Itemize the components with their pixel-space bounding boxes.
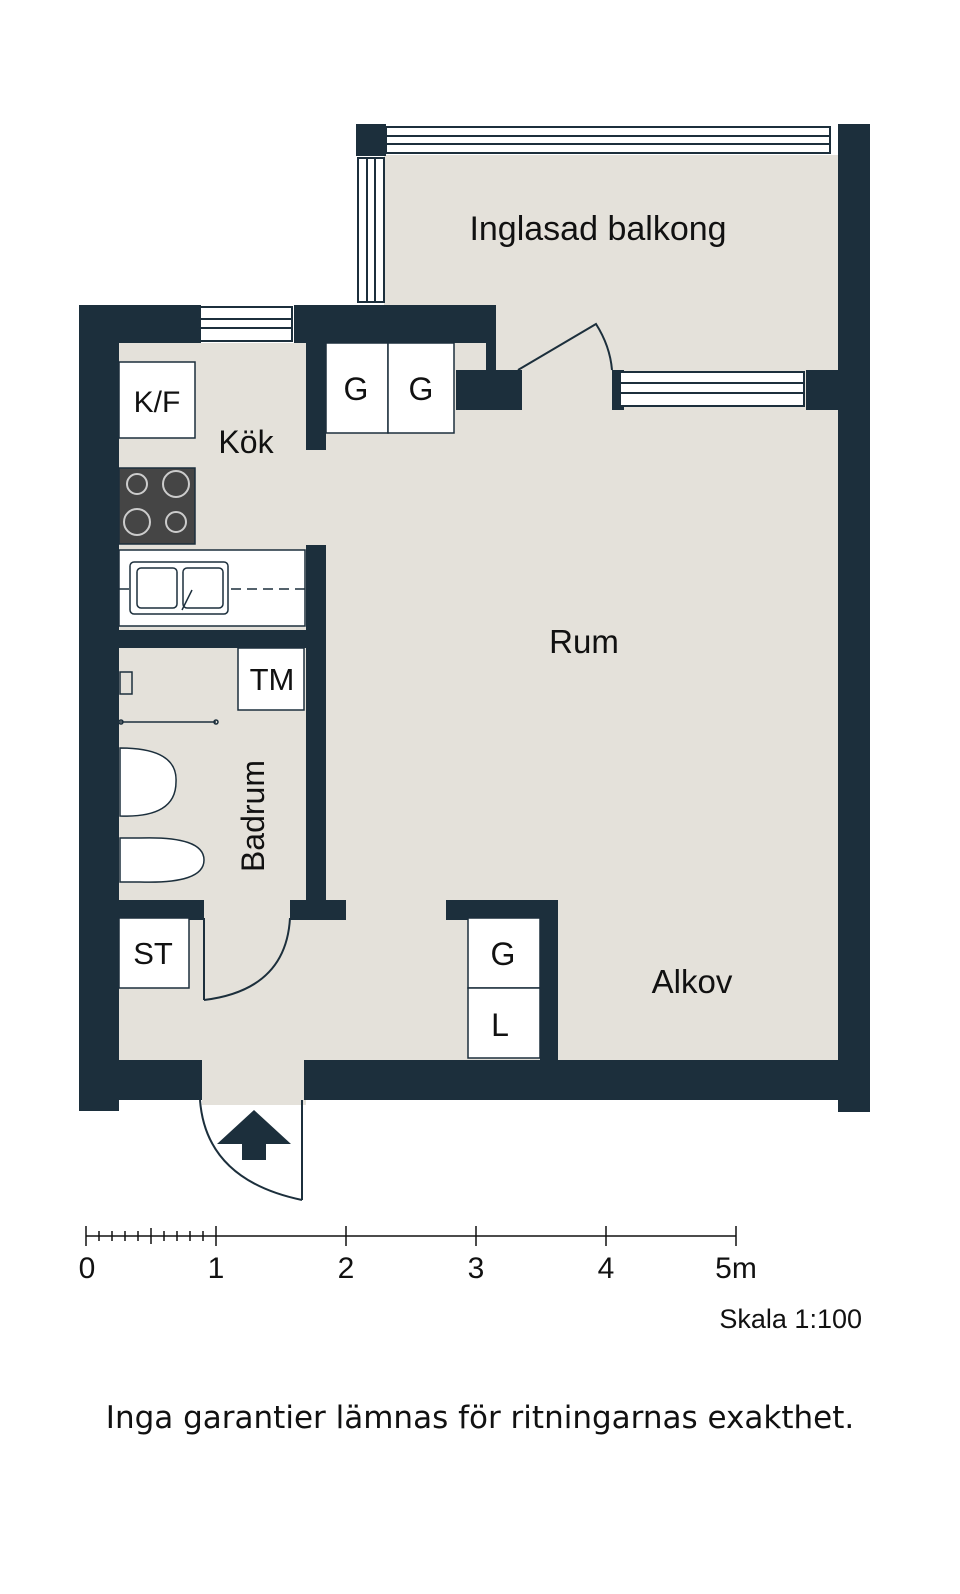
entrance-arrow-icon [217, 1110, 291, 1160]
label-wardrobe-1: G [344, 371, 369, 407]
scale-tick-1: 1 [208, 1252, 225, 1285]
scale-ratio: Skala 1:100 [719, 1304, 862, 1334]
label-balcony: Inglasad balkong [469, 210, 726, 248]
label-kitchen: Kök [218, 424, 274, 460]
sink-icon [129, 561, 229, 615]
fixture-washer [237, 647, 305, 711]
wall-bath-hall [118, 900, 204, 920]
wall-top-left [79, 305, 201, 343]
wall-balcony-room-right [806, 370, 840, 410]
stove-burners-icon [123, 470, 190, 536]
scale-tick-3: 3 [468, 1252, 485, 1285]
wall-balcony-room-left [486, 343, 496, 373]
windows [199, 126, 831, 407]
wall-top-mid [294, 305, 496, 343]
doors [199, 322, 613, 1201]
scale-tick-0: 0 [79, 1252, 96, 1285]
window-balcony-top [385, 126, 831, 154]
wall-balcony-room-stub [486, 370, 522, 410]
fixture-wardrobe-2 [387, 342, 455, 434]
label-linen: L [491, 1007, 509, 1043]
washbasin-icon [119, 747, 177, 817]
door-balcony [517, 322, 613, 371]
label-alcove: Alkov [652, 963, 733, 1000]
scale-tick-2: 2 [338, 1252, 355, 1285]
wall-left-outer [79, 305, 119, 1111]
label-living: Rum [549, 623, 619, 660]
door-bathroom [203, 917, 291, 1001]
window-kitchen [199, 306, 293, 342]
label-fridge-freezer: K/F [134, 386, 181, 419]
disclaimer: Inga garantier lämnas för ritningarnas e… [105, 1400, 855, 1436]
fixture-fridge-freezer [118, 361, 196, 439]
walls [79, 124, 870, 1112]
label-wardrobe-3: G [491, 936, 516, 972]
wall-kitchen-bath [118, 630, 324, 648]
label-bathroom: Badrum [235, 760, 271, 872]
label-storage: ST [133, 936, 173, 971]
window-balcony-left [357, 157, 385, 303]
shower-icon [118, 671, 219, 725]
wall-right-outer [838, 124, 870, 1112]
scale-tick-4: 4 [598, 1252, 615, 1285]
wall-alcove-vertical [540, 900, 558, 1060]
scale-bar [85, 1226, 737, 1246]
wall-bottom-right [304, 1060, 870, 1100]
wall-balcony-left-top [356, 124, 386, 156]
scale-tick-5: 5m [715, 1252, 757, 1285]
window-room [619, 371, 805, 407]
toilet-icon [119, 837, 205, 883]
wall-wardrobe-right [456, 370, 488, 410]
label-wardrobe-2: G [409, 371, 434, 407]
wall-interior-stub [290, 900, 346, 920]
wall-wardrobe-left [306, 343, 326, 450]
fixture-wardrobe-1 [325, 342, 389, 434]
fixture-stove [118, 467, 196, 545]
wall-bottom-left [79, 1060, 202, 1100]
door-entrance [199, 1099, 303, 1201]
fixture-linen [467, 987, 541, 1059]
label-washer: TM [250, 662, 295, 697]
fixtures [118, 342, 541, 1059]
fixture-storage [118, 917, 190, 989]
wall-interior-vertical [306, 545, 326, 905]
wall-alcove-top [446, 900, 558, 920]
floor-entry-gap [202, 1065, 306, 1105]
scale-tick-labels: 0 1 2 3 4 5m [79, 1252, 757, 1285]
